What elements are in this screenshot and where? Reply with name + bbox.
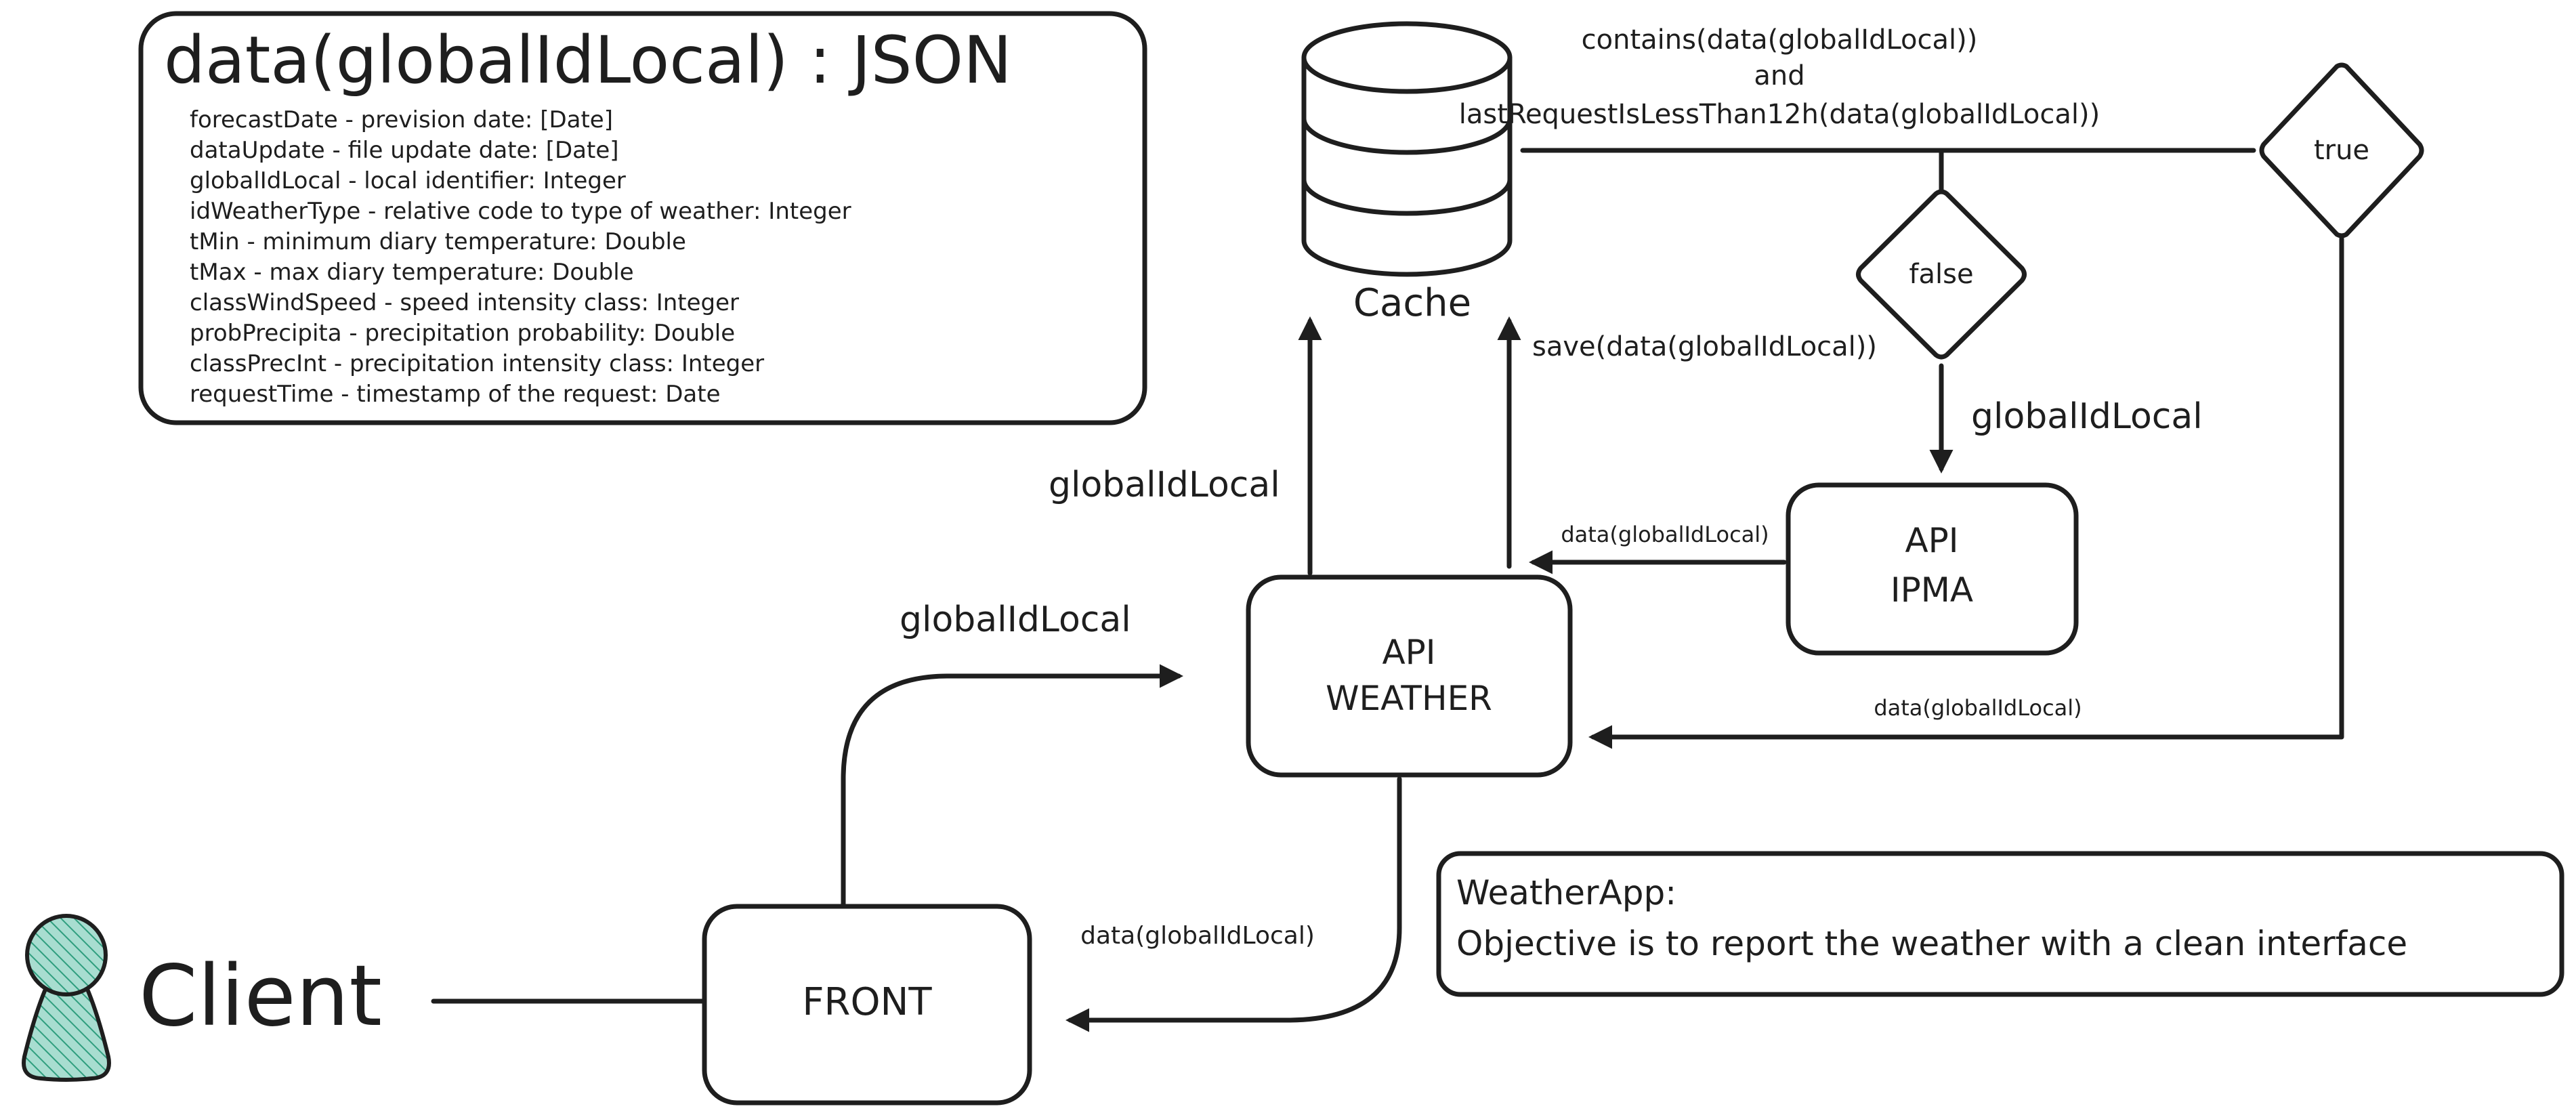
decision-true-label: true <box>2314 135 2369 166</box>
weather-to-front-arrow <box>1065 776 1402 1032</box>
decision-true: true <box>2259 62 2424 238</box>
save-to-cache-label: save(data(globalIdLocal)) <box>1532 331 1877 362</box>
decision-false: false <box>1856 189 2027 360</box>
false-to-ipma-label: globalIdLocal <box>1971 396 2203 437</box>
condition-line: contains(data(globalIdLocal)) <box>1582 24 1978 56</box>
front-to-weather-label: globalIdLocal <box>900 599 1131 640</box>
client-label: Client <box>139 948 382 1045</box>
cache-label: Cache <box>1353 281 1471 325</box>
note-box: WeatherApp: Objective is to report the w… <box>1436 851 2564 997</box>
schema-field: probPrecipita - precipitation probabilit… <box>190 320 735 347</box>
schema-field-list: forecastDate - prevision date: [Date] da… <box>190 106 851 408</box>
front-to-weather-arrow <box>841 664 1183 909</box>
schema-field: idWeatherType - relative code to type of… <box>190 198 851 225</box>
condition-line: lastRequestIsLessThan12h(data(globalIdLo… <box>1459 99 2100 130</box>
schema-field: forecastDate - prevision date: [Date] <box>190 106 613 133</box>
condition-line: and <box>1754 60 1804 91</box>
cache-database-icon <box>1301 21 1513 277</box>
api-ipma-label: API <box>1905 521 1958 560</box>
weather-to-cache-label: globalIdLocal <box>1049 465 1280 505</box>
schema-field: tMin - minimum diary temperature: Double <box>190 228 686 255</box>
api-weather-box: API WEATHER <box>1246 574 1573 778</box>
true-to-weather-line <box>1604 236 2344 740</box>
schema-box: data(globalIdLocal) : JSON forecastDate … <box>138 11 1147 425</box>
api-ipma-box: API IPMA <box>1786 482 2079 656</box>
schema-title: data(globalIdLocal) : JSON <box>164 22 1012 98</box>
weather-to-front-label: data(globalIdLocal) <box>1080 922 1315 950</box>
decision-false-label: false <box>1909 259 1973 290</box>
true-to-weather-label: data(globalIdLocal) <box>1874 695 2082 721</box>
ipma-to-weather-label: data(globalIdLocal) <box>1561 522 1769 547</box>
schema-field: dataUpdate - file update date: [Date] <box>190 137 619 164</box>
api-weather-label: API <box>1382 633 1435 672</box>
schema-field: globalIdLocal - local identifier: Intege… <box>190 167 626 194</box>
client-actor-icon <box>22 914 111 1082</box>
api-ipma-label: IPMA <box>1891 570 1973 610</box>
schema-field: classWindSpeed - speed intensity class: … <box>190 289 739 316</box>
schema-field: classPrecInt - precipitation intensity c… <box>190 350 764 377</box>
note-body: Objective is to report the weather with … <box>1456 924 2407 963</box>
schema-field: requestTime - timestamp of the request: … <box>190 381 721 408</box>
note-title: WeatherApp: <box>1456 873 1676 912</box>
schema-box-border <box>138 11 1147 425</box>
front-label: FRONT <box>802 980 932 1024</box>
condition-label: contains(data(globalIdLocal)) and lastRe… <box>1459 24 2100 130</box>
api-weather-label: WEATHER <box>1326 679 1492 718</box>
front-box: FRONT <box>702 904 1032 1106</box>
schema-field: tMax - max diary temperature: Double <box>190 259 634 286</box>
